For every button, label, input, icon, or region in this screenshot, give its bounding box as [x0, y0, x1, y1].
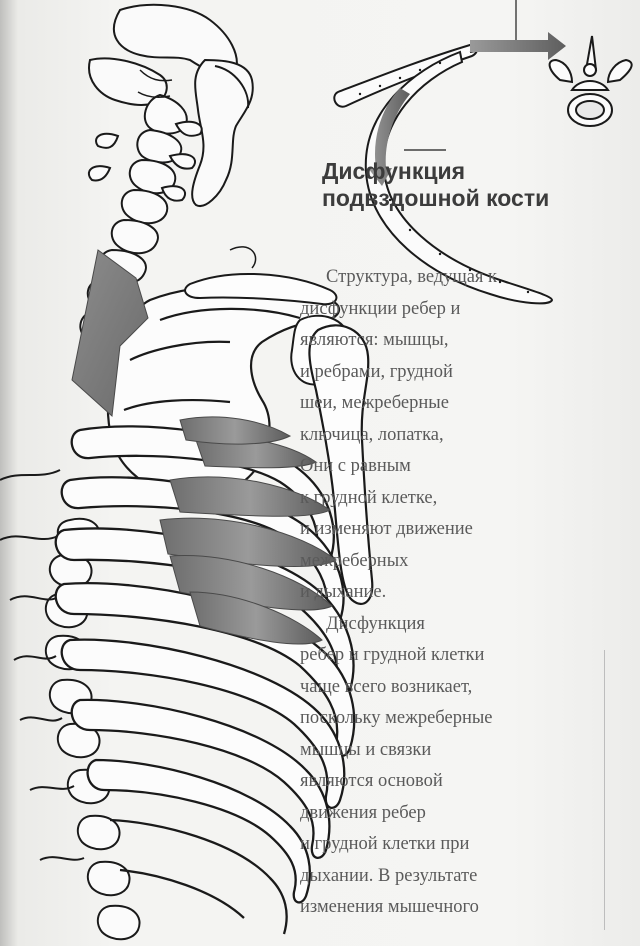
text-line: межреберных: [300, 546, 630, 578]
text-line: ключица, лопатка,: [300, 420, 630, 452]
body-paragraph: Структура, ведущая к дисфункции ребер и …: [300, 262, 630, 924]
text-line: шеи, межреберные: [300, 388, 630, 420]
column-rule: [604, 650, 605, 930]
text-line: мышцы и связки: [300, 735, 630, 767]
text-line: Они с равным: [300, 451, 630, 483]
text-line: и грудной клетки при: [300, 829, 630, 861]
text-line: и дыхание.: [300, 577, 630, 609]
text-line: к грудной клетке,: [300, 483, 630, 515]
heading-line-2: подвздошной кости: [322, 185, 622, 212]
text-line: Структура, ведущая к: [300, 262, 630, 294]
text-line: изменения мышечного: [300, 892, 630, 924]
text-line: являются основой: [300, 766, 630, 798]
text-line: Дисфункция: [300, 609, 630, 641]
text-line: поскольку межреберные: [300, 703, 630, 735]
heading-line-1: Дисфункция: [322, 158, 622, 185]
text-line: движения ребер: [300, 798, 630, 830]
text-line: и изменяют движение: [300, 514, 630, 546]
text-line: являются: мышцы,: [300, 325, 630, 357]
text-line: чаще всего возникает,: [300, 672, 630, 704]
text-line: и ребрами, грудной: [300, 357, 630, 389]
section-heading: Дисфункция подвздошной кости: [322, 158, 622, 212]
text-line: дыхании. В результате: [300, 861, 630, 893]
rib-diagram: [334, 0, 631, 303]
vertebra-icon: [550, 36, 632, 126]
text-line: ребер и грудной клетки: [300, 640, 630, 672]
text-line: дисфункции ребер и: [300, 294, 630, 326]
